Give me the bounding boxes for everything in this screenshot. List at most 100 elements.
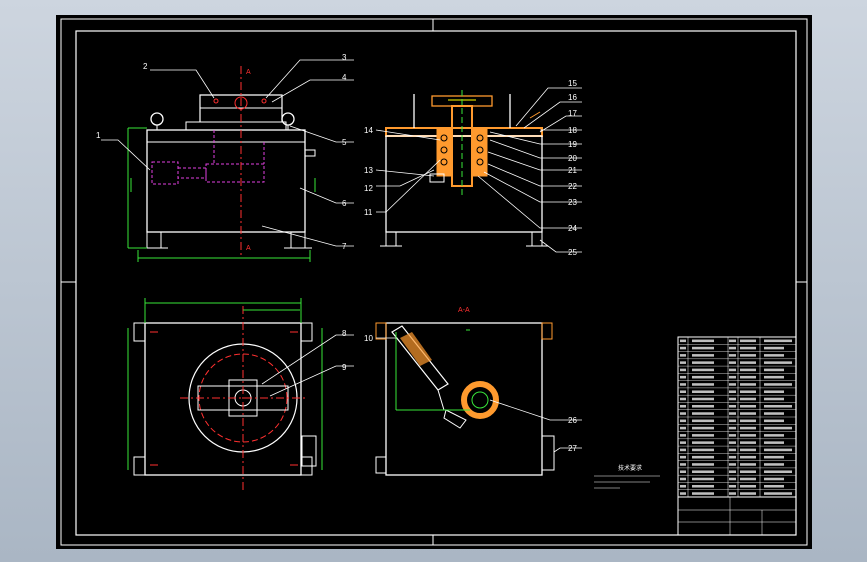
section-mark: A (246, 69, 251, 76)
parts-list-mark (764, 354, 784, 357)
callout: 7 (342, 242, 347, 251)
parts-list-mark (729, 470, 736, 473)
parts-list-mark (740, 463, 756, 466)
parts-list-mark (729, 375, 736, 379)
parts-list-mark (729, 383, 736, 386)
callout: 1 (96, 131, 101, 140)
leader-lines (101, 59, 582, 453)
parts-list-mark (729, 477, 736, 481)
title-block[interactable] (677, 496, 797, 536)
callout: 24 (568, 224, 577, 233)
parts-list-mark (764, 455, 784, 459)
section-title: A-A (458, 307, 470, 314)
parts-list-mark (729, 390, 736, 393)
section-view[interactable] (375, 322, 555, 476)
parts-list-mark (764, 434, 784, 437)
parts-list-mark (680, 375, 686, 379)
parts-list-mark (680, 470, 686, 473)
parts-list-mark (680, 346, 686, 350)
parts-list-mark (740, 361, 756, 364)
parts-list-mark (740, 470, 756, 473)
parts-list-mark (692, 463, 714, 466)
front-view[interactable] (127, 66, 316, 262)
parts-list-mark (729, 463, 736, 466)
parts-list-mark (764, 346, 784, 350)
callout: 11 (364, 208, 373, 217)
side-view[interactable] (380, 90, 548, 247)
callout: 4 (342, 73, 347, 82)
centering-marks (61, 19, 807, 545)
parts-list-mark (692, 346, 714, 350)
callout: 17 (568, 109, 577, 118)
parts-list-mark (764, 390, 784, 393)
parts-list-mark (740, 397, 756, 401)
parts-list-mark (692, 434, 714, 437)
parts-list-mark (740, 441, 756, 444)
parts-list-mark (692, 375, 714, 379)
ring-workpiece (461, 381, 499, 419)
parts-list-mark (740, 383, 756, 386)
callout: 3 (342, 53, 347, 62)
parts-list-mark (729, 368, 736, 372)
parts-list-mark (680, 434, 686, 437)
parts-list-mark (729, 455, 736, 459)
callout: 18 (568, 126, 577, 135)
parts-list-mark (692, 477, 714, 481)
callout: 9 (342, 363, 347, 372)
top-view[interactable] (127, 298, 323, 490)
parts-list-mark (692, 354, 714, 357)
parts-list-mark (740, 419, 756, 423)
parts-list-mark (692, 492, 714, 495)
parts-list-mark (692, 441, 714, 444)
parts-list-mark (729, 405, 736, 408)
hidden-motor (151, 130, 265, 185)
parts-list-mark (680, 419, 686, 423)
callout: 2 (143, 62, 148, 71)
parts-list-mark (692, 470, 714, 473)
parts-list-mark (740, 405, 756, 408)
section-mark: | (314, 182, 316, 188)
parts-list-mark (729, 485, 736, 488)
parts-list-mark (729, 448, 736, 452)
callout: 19 (568, 140, 577, 149)
parts-list-mark (764, 361, 792, 364)
parts-list-mark (680, 448, 686, 452)
parts-list-mark (729, 426, 736, 430)
parts-list-mark (740, 412, 756, 415)
parts-list-mark (740, 390, 756, 393)
notes-heading: 技术要求 (618, 464, 642, 472)
parts-list-mark (740, 492, 756, 495)
parts-list-mark (692, 368, 714, 372)
parts-list-mark (692, 397, 714, 401)
parts-list-mark (764, 426, 792, 430)
parts-list-mark (680, 492, 686, 495)
section-mark: | (130, 182, 132, 188)
parts-list-mark (740, 354, 756, 357)
parts-list-mark (764, 368, 784, 372)
front-cover (185, 121, 287, 131)
callout: 25 (568, 248, 577, 257)
parts-list-mark (680, 426, 686, 430)
parts-list-mark (764, 405, 792, 408)
parts-list-mark (680, 361, 686, 364)
parts-list-mark (692, 361, 714, 364)
parts-list-mark (729, 346, 736, 350)
parts-list-mark (692, 455, 714, 459)
callout: 23 (568, 198, 577, 207)
sheet-background (56, 15, 812, 549)
parts-list-mark (729, 492, 736, 495)
callout: 21 (568, 166, 577, 175)
callout: 8 (342, 329, 347, 338)
parts-list-mark (692, 412, 714, 415)
parts-list-mark (764, 485, 784, 488)
parts-list[interactable] (677, 336, 797, 498)
parts-list-mark (740, 375, 756, 379)
parts-list-mark (764, 419, 784, 423)
technical-notes: 技术要求 (594, 464, 660, 489)
parts-list-mark (680, 412, 686, 415)
callout: 5 (342, 138, 347, 147)
callout: 27 (568, 444, 577, 453)
parts-list-mark (680, 405, 686, 408)
